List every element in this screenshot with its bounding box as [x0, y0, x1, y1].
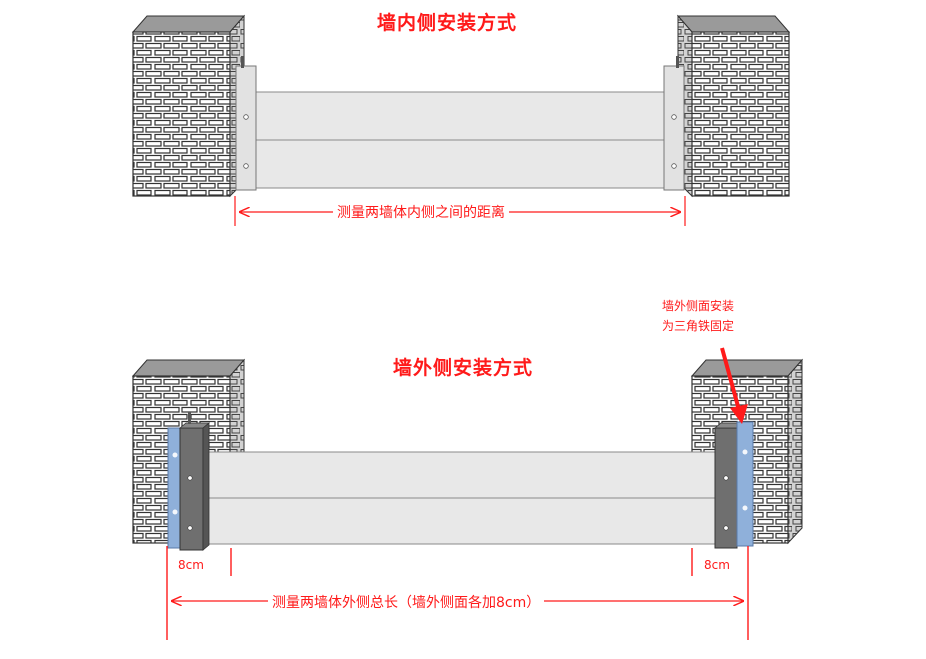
right-wall-inner [676, 14, 791, 198]
flood-barrier-outer [202, 451, 716, 545]
left-wall-inner [131, 14, 246, 198]
left-post-outer [178, 412, 211, 551]
right-bracket-outer [736, 421, 754, 547]
inner-installation [131, 14, 791, 226]
outer-measure-label: 测量两墙体外侧总长（墙外侧面各加8cm） [268, 592, 545, 612]
callout-line-1: 墙外侧面安装 [662, 299, 735, 313]
outer-callout-note: 墙外侧面安装 为三角铁固定 [662, 296, 734, 336]
right-post-inner [663, 56, 685, 191]
outer-installation [131, 347, 804, 640]
inner-installation-title: 墙内侧安装方式 [377, 12, 518, 34]
left-offset-markers [166, 546, 232, 640]
outer-installation-title: 墙外侧安装方式 [393, 357, 534, 379]
callout-arrow [720, 347, 748, 424]
right-offset-markers [691, 546, 749, 640]
left-bracket-outer [167, 427, 183, 549]
left-post-inner [235, 56, 257, 191]
left-offset-label: 8cm [178, 558, 204, 572]
right-offset-label: 8cm [704, 558, 730, 572]
flood-barrier-inner [255, 91, 665, 189]
inner-measure-label: 测量两墙体内侧之间的距离 [333, 202, 509, 222]
callout-line-2: 为三角铁固定 [662, 319, 735, 333]
